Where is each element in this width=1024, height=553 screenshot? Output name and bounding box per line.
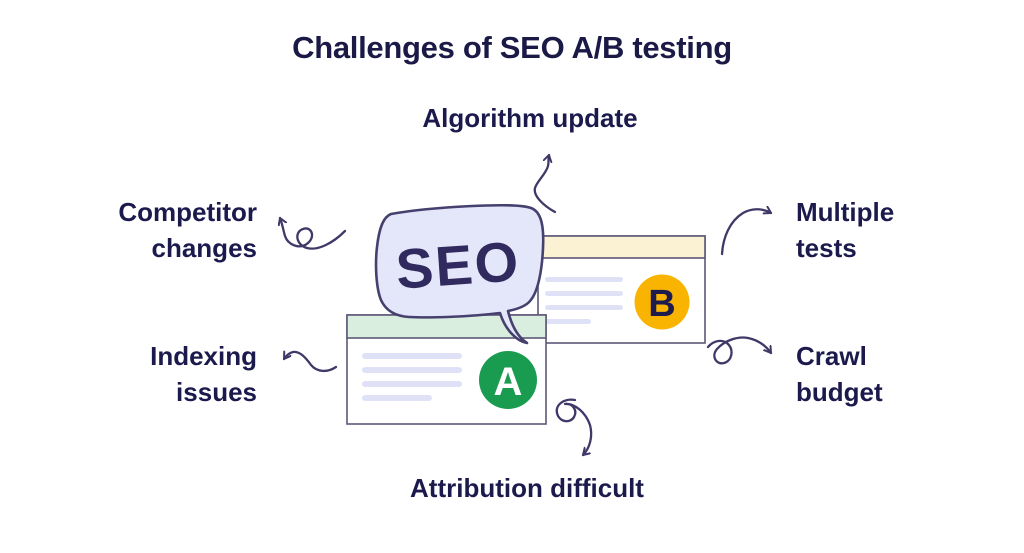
variant-b-card-header: [537, 235, 706, 259]
challenge-label-multiple-tests: Multiple tests: [796, 197, 895, 263]
challenge-label-algorithm-update: Algorithm update: [422, 103, 638, 133]
variant-b-letter: B: [648, 283, 675, 325]
variant-b-badge: [634, 274, 690, 330]
challenge-label-competitor-changes: Competitor changes: [118, 197, 257, 263]
challenge-label-crawl-budget: Crawl budget: [796, 341, 883, 407]
variant-a-badge: [479, 351, 537, 409]
arrow-competitor-changes: [280, 216, 347, 250]
arrow-crawl-budget: [706, 336, 773, 365]
challenge-label-attribution-difficult: Attribution difficult: [410, 473, 644, 503]
seo-bubble-text: SEO: [394, 229, 522, 301]
arrow-multiple-tests: [720, 209, 773, 256]
variant-b-placeholder-lines: [545, 277, 623, 324]
challenge-label-indexing-issues: Indexing issues: [150, 341, 257, 407]
arrow-indexing-issues: [282, 352, 338, 373]
variant-a-placeholder-lines: [362, 353, 462, 401]
arrow-algorithm-update: [533, 153, 557, 214]
arrow-attribution-difficult: [555, 398, 593, 457]
seo-speech-bubble: SEO: [374, 204, 545, 345]
variant-b-card: B: [537, 235, 706, 344]
variant-a-letter: A: [494, 360, 523, 404]
page-title: Challenges of SEO A/B testing: [292, 30, 732, 65]
